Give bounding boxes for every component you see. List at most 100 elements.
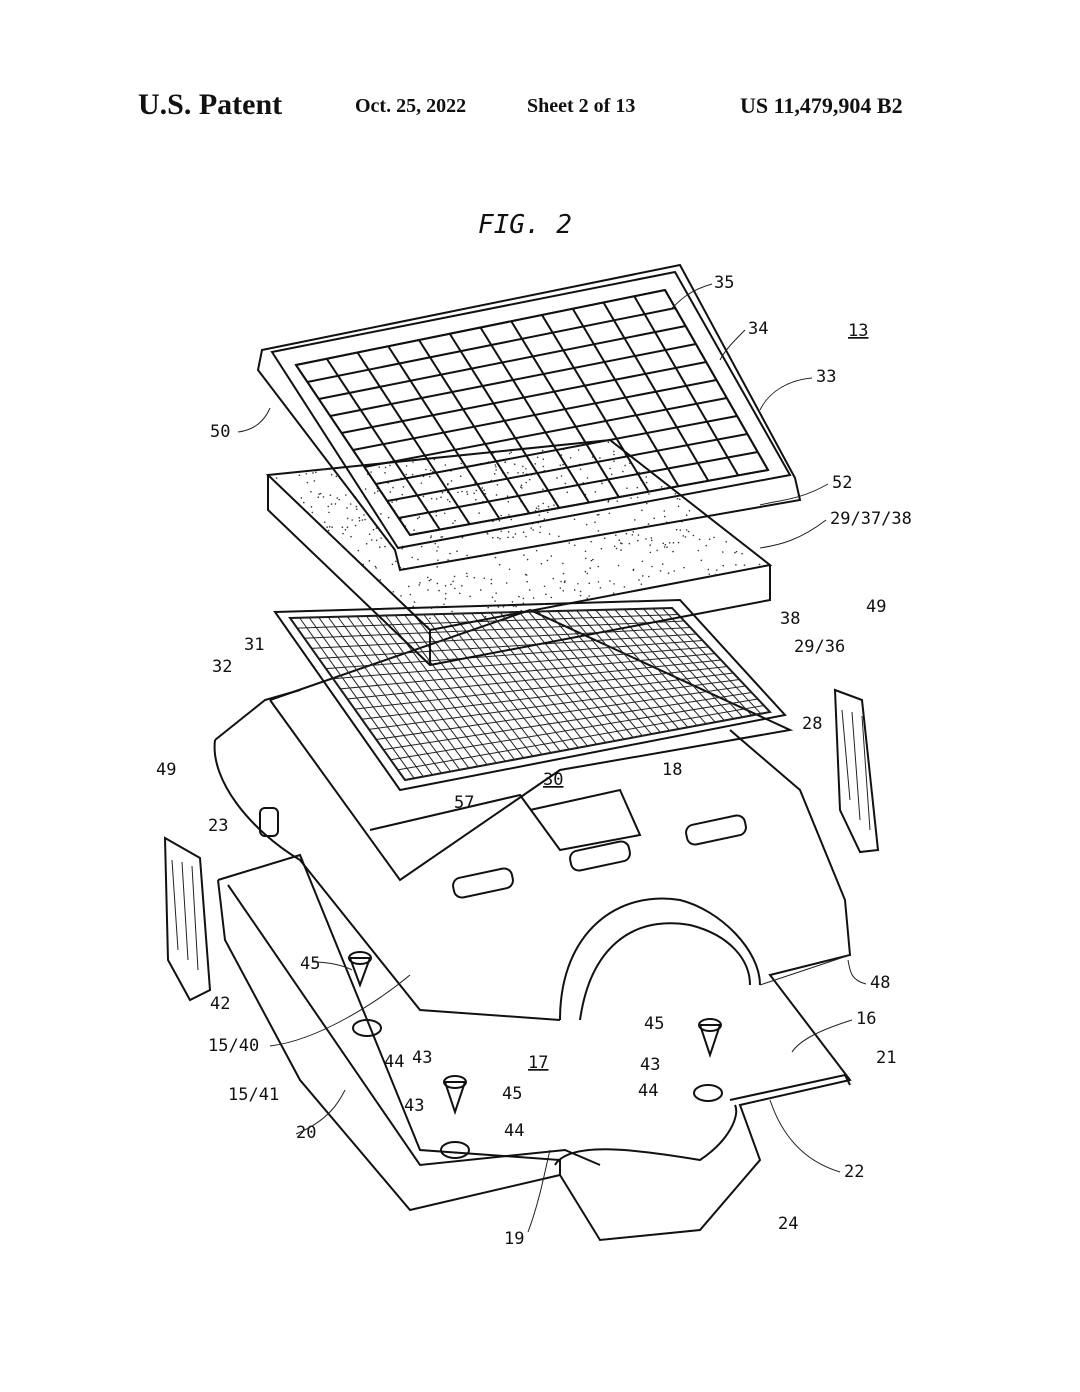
- foam-dot: [656, 549, 658, 552]
- foam-dot: [407, 585, 410, 588]
- foam-dot: [562, 572, 565, 575]
- ref-label: 28: [802, 714, 822, 734]
- foam-dot: [413, 601, 416, 603]
- foam-dot: [663, 510, 666, 512]
- drawing-line: [390, 698, 758, 761]
- ref-label: 19: [504, 1229, 524, 1249]
- figure-title: FIG. 2: [478, 210, 572, 240]
- foam-dot: [411, 473, 414, 476]
- foam-dot: [530, 527, 533, 529]
- foam-dot: [319, 492, 322, 495]
- foam-dot: [354, 524, 357, 527]
- foam-dot: [444, 597, 447, 600]
- foam-dot: [508, 452, 511, 455]
- grid-frame: [256, 263, 802, 572]
- ref-label: 29/36: [794, 637, 845, 657]
- foam-dot: [429, 469, 432, 472]
- foam-dot: [469, 595, 471, 598]
- foam-dot: [560, 580, 562, 583]
- foam-dot: [708, 573, 711, 575]
- foam-dot: [449, 552, 451, 555]
- foam-dot: [306, 481, 309, 484]
- foam-dot: [661, 563, 664, 565]
- foam-dot: [523, 554, 525, 556]
- sheet-number: Sheet 2 of 13: [527, 95, 636, 117]
- foam-dot: [560, 475, 563, 477]
- foam-dot: [645, 476, 648, 478]
- foam-dot: [427, 589, 429, 591]
- foam-dot: [513, 463, 516, 465]
- foam-dot: [564, 580, 566, 582]
- foam-dot: [558, 535, 560, 538]
- foam-dot: [615, 534, 617, 537]
- ref-label: 29/37/38: [830, 509, 912, 529]
- foam-dot: [444, 585, 447, 587]
- foam-dot: [436, 566, 438, 568]
- foam-dot: [525, 535, 527, 538]
- foam-dot: [528, 478, 531, 481]
- foam-dot: [559, 464, 562, 467]
- foam-dot: [436, 550, 438, 552]
- foam-dot: [534, 463, 537, 465]
- foam-dot: [454, 587, 456, 590]
- foam-dot: [327, 529, 330, 532]
- foam-dot: [473, 492, 475, 495]
- foam-dot: [542, 488, 544, 491]
- foam-dot: [538, 508, 540, 510]
- foam-dot: [466, 493, 469, 495]
- foam-dot: [506, 495, 509, 497]
- foam-dot: [517, 471, 519, 474]
- foam-dot: [429, 617, 431, 620]
- foam-dot: [598, 513, 600, 516]
- foam-dot: [687, 530, 690, 533]
- foam-dot: [616, 500, 619, 502]
- foam-dot: [586, 477, 589, 479]
- foam-dot: [664, 543, 667, 546]
- foam-dot: [546, 511, 549, 514]
- foam-dot: [618, 539, 621, 542]
- foam-dot: [603, 537, 606, 540]
- foam-dot: [672, 542, 675, 544]
- foam-dot: [548, 533, 551, 535]
- foam-dot: [466, 575, 468, 578]
- foam-dot: [456, 550, 458, 553]
- foam-dot: [368, 560, 371, 562]
- foam-dot: [685, 514, 688, 517]
- ref-label: 15/41: [228, 1085, 279, 1105]
- foam-dot: [610, 473, 613, 476]
- foam-dot: [637, 539, 639, 542]
- foam-dot: [708, 538, 711, 541]
- foam-dot: [378, 466, 380, 468]
- foam-dot: [426, 625, 429, 628]
- ref-label: 18: [662, 760, 682, 780]
- foam-dot: [443, 512, 446, 515]
- foam-dot: [589, 567, 592, 569]
- foam-dot: [300, 497, 303, 499]
- foam-dot: [327, 505, 330, 508]
- foam-dot: [461, 585, 463, 587]
- foam-dot: [357, 549, 360, 552]
- foam-dot: [314, 471, 317, 474]
- foam-dot: [497, 536, 499, 539]
- foam-dot: [673, 570, 676, 572]
- leader-lines: [237, 283, 867, 1233]
- foam-dot: [608, 512, 611, 515]
- foam-dot: [453, 575, 456, 578]
- foam-dot: [636, 496, 639, 499]
- foam-dot: [430, 578, 432, 581]
- foam-dot: [346, 526, 349, 529]
- foam-dot: [594, 491, 597, 493]
- foam-dot: [487, 606, 490, 609]
- foam-dot: [543, 585, 546, 588]
- foam-dot: [522, 531, 525, 534]
- foam-dot: [532, 597, 535, 599]
- drawing-line: [289, 607, 673, 619]
- foam-dot: [446, 499, 449, 501]
- foam-dot: [459, 475, 462, 477]
- foam-dot: [502, 605, 505, 608]
- foam-dot: [418, 584, 421, 586]
- drawing-line: [340, 653, 715, 690]
- foam-dot: [599, 586, 602, 589]
- ref-label: 43: [404, 1096, 424, 1116]
